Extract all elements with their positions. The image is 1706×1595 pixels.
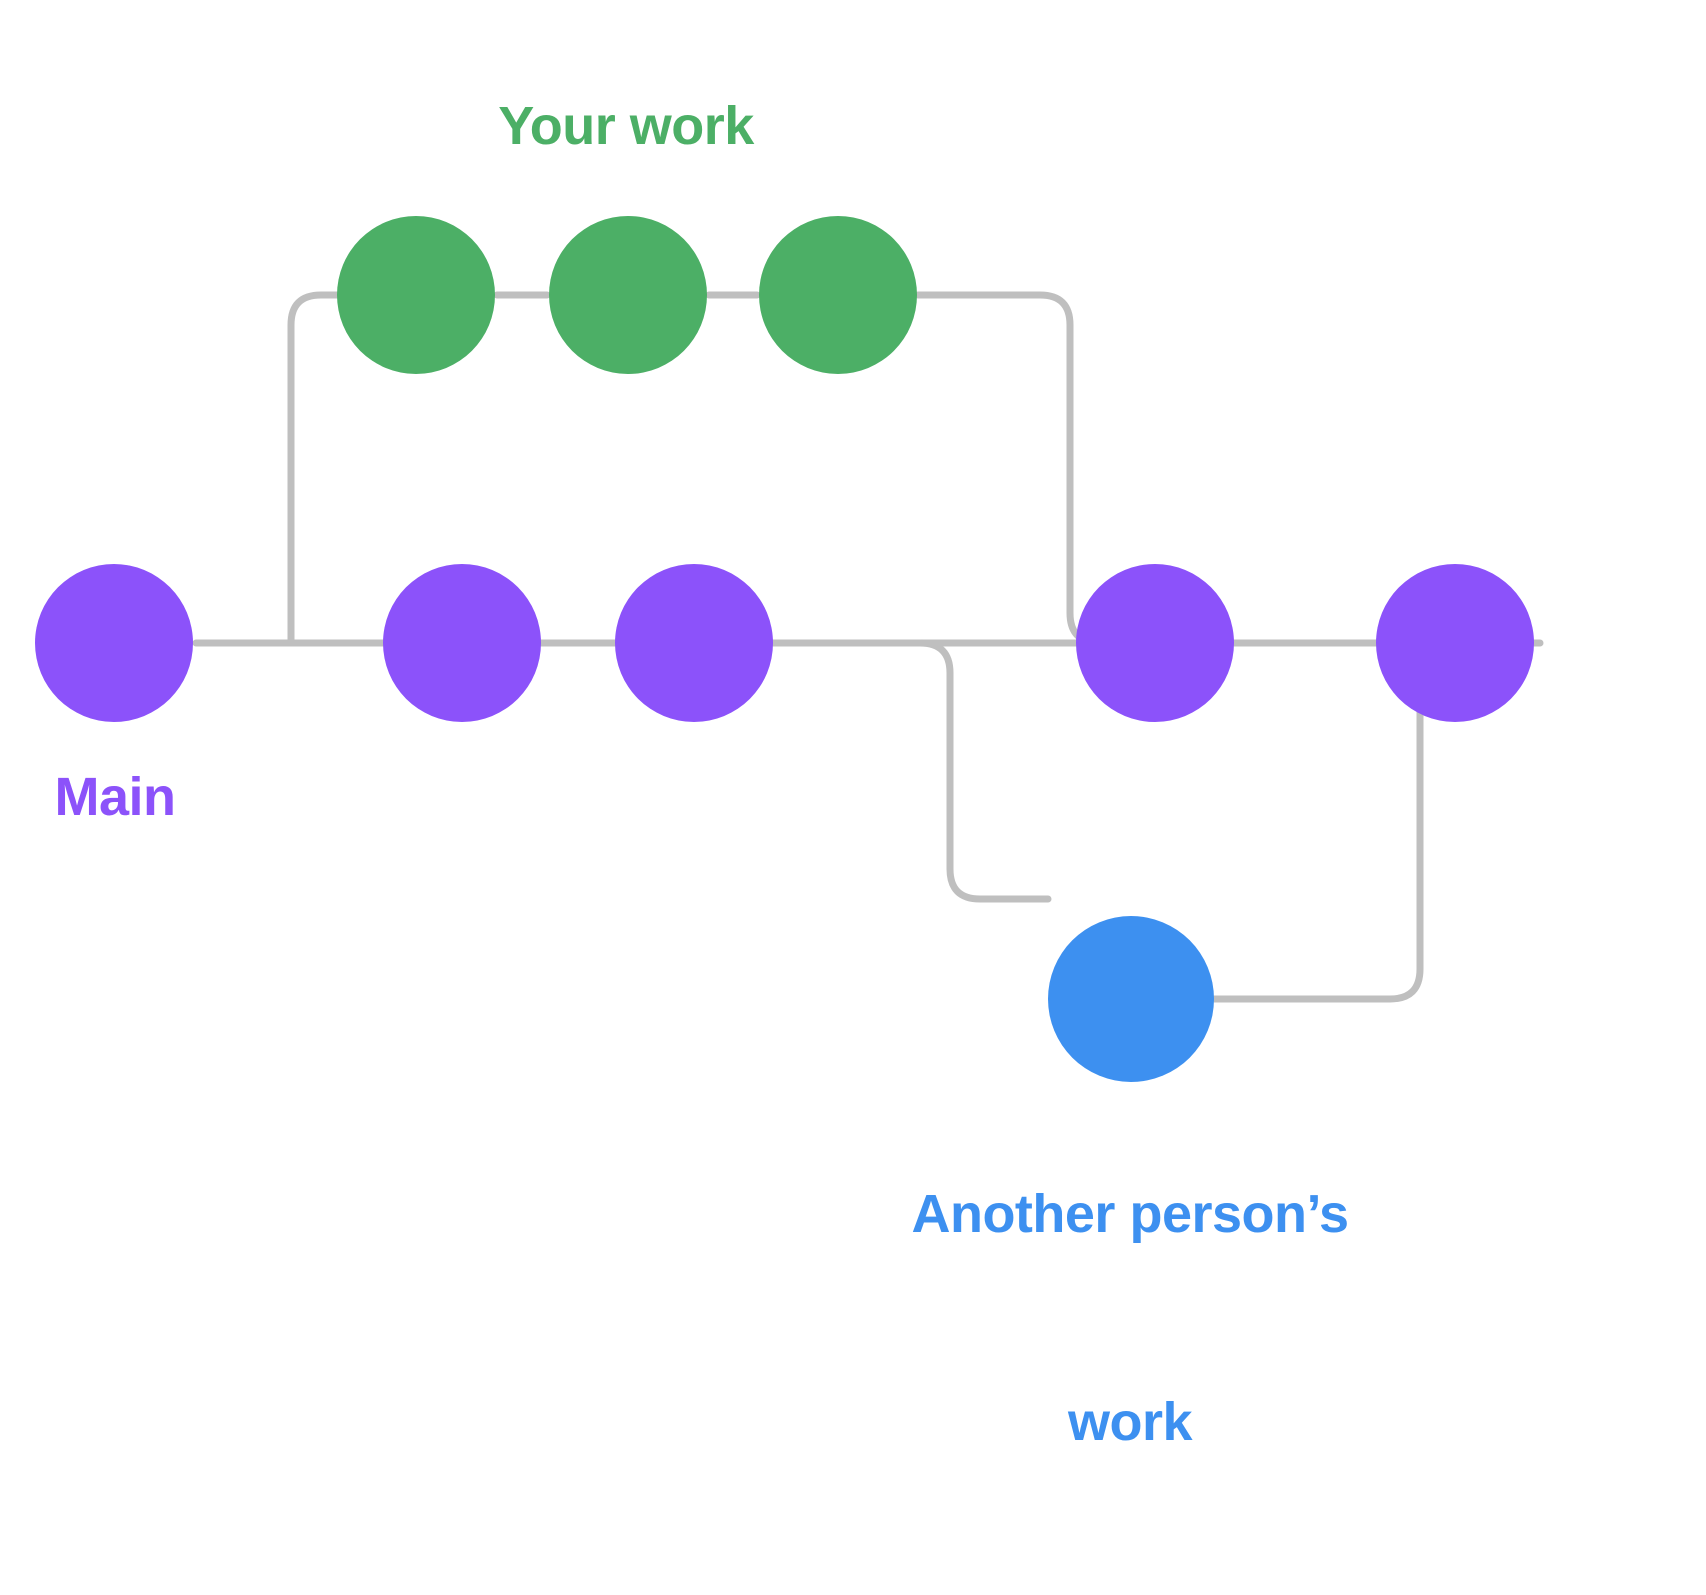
- branch-label-another-person-line1: Another person’s: [911, 1184, 1349, 1245]
- branch-label-main: Main: [54, 767, 176, 827]
- commit-node-main-1[interactable]: [35, 564, 193, 722]
- commit-node-main-3[interactable]: [615, 564, 773, 722]
- branch-label-another-person: Another person’s work: [830, 1042, 1430, 1595]
- commit-node-your-work-1[interactable]: [337, 216, 495, 374]
- commit-node-main-5[interactable]: [1376, 564, 1534, 722]
- branch-your-work-nodes: [337, 216, 917, 374]
- connector-layer: [192, 291, 1544, 1003]
- connector-merge-your-work: [914, 291, 1114, 647]
- commit-node-another-person-1[interactable]: [1048, 916, 1214, 1082]
- branch-another-person-nodes: [1048, 916, 1214, 1082]
- commit-node-main-4[interactable]: [1076, 564, 1234, 722]
- connector-branch-another-person: [916, 639, 1052, 903]
- connector-branch-out-your-work: [287, 291, 344, 647]
- git-graph-canvas: [35, 216, 1544, 1082]
- branch-label-your-work: Your work: [498, 96, 754, 156]
- commit-node-your-work-3[interactable]: [759, 216, 917, 374]
- commit-node-your-work-2[interactable]: [549, 216, 707, 374]
- commit-node-main-2[interactable]: [383, 564, 541, 722]
- branch-main-nodes: [35, 564, 1534, 722]
- branch-label-another-person-line2: work: [1067, 1391, 1193, 1452]
- git-branching-diagram: Your work Main Another person’s work: [35, 96, 1544, 1452]
